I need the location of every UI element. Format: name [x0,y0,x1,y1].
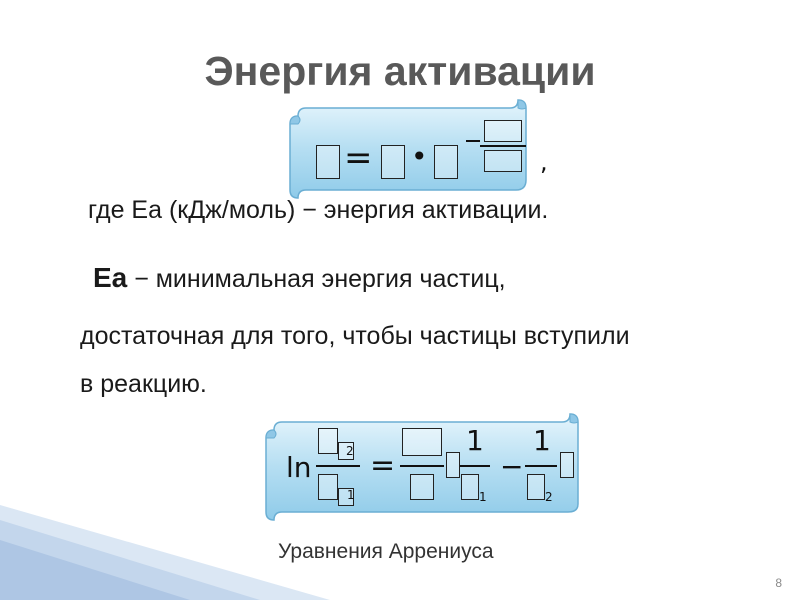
formula2-t1-placeholder [461,474,479,500]
text-line-1: где Еа (кДж/моль) − энергия активации. [88,196,549,224]
formula2-ea-placeholder [402,428,442,456]
text-line-3: достаточная для того, чтобы частицы всту… [80,322,630,350]
formula2-fraction-bar-4 [525,465,557,467]
formula2-t2-placeholder [527,474,545,500]
formula2-ln: ln [286,451,312,484]
formula2-k2-sub-placeholder [338,442,354,460]
formula2-r-placeholder [410,474,434,500]
formula2-sub-2b: 2 [545,490,553,504]
formula2-equals: = [370,448,396,483]
formula1-e-placeholder [434,145,458,179]
formula2-fraction-bar-1 [316,465,360,467]
formula2-k1-placeholder [318,474,338,500]
formula2-right-paren-placeholder [560,452,574,478]
text-line-2-bold: Еа [93,262,128,293]
formula2-k1-sub-placeholder [338,488,354,506]
slide-title: Энергия активации [204,48,596,94]
formula-scroll-1 [289,99,527,199]
formula1-dot: • [411,140,428,173]
formula2-sub-2a: 2 [346,444,354,458]
text-line-2: Еа − минимальная энергия частиц, [93,262,506,294]
formula2-k2-placeholder [318,428,338,454]
formula2-left-paren-placeholder [446,452,460,478]
formula2-minus: − [500,450,524,483]
formula1-minus-sign [466,140,480,142]
caption: Уравнения Аррениуса [278,540,494,563]
text-line-4: в реакцию. [80,370,207,398]
text-line-2-rest: − минимальная энергия частиц, [127,265,506,293]
formula1-rt-placeholder [484,150,522,172]
formula1-k-placeholder [316,145,340,179]
formula1-ea-placeholder [484,120,522,142]
formula2-one-b: 1 [533,424,551,457]
formula-scroll-2 [265,413,579,521]
formula2-one-a: 1 [466,424,484,457]
formula1-a-placeholder [381,145,405,179]
formula2-fraction-bar-3 [460,465,490,467]
formula1-fraction-bar [480,145,526,147]
formula2-sub-1a: 1 [347,488,355,502]
formula1-equals: = [344,138,373,178]
formula2-sub-1b: 1 [479,490,487,504]
formula1-comma: , [540,148,548,176]
formula2-fraction-bar-2 [400,465,444,467]
page-number: 8 [775,576,782,590]
